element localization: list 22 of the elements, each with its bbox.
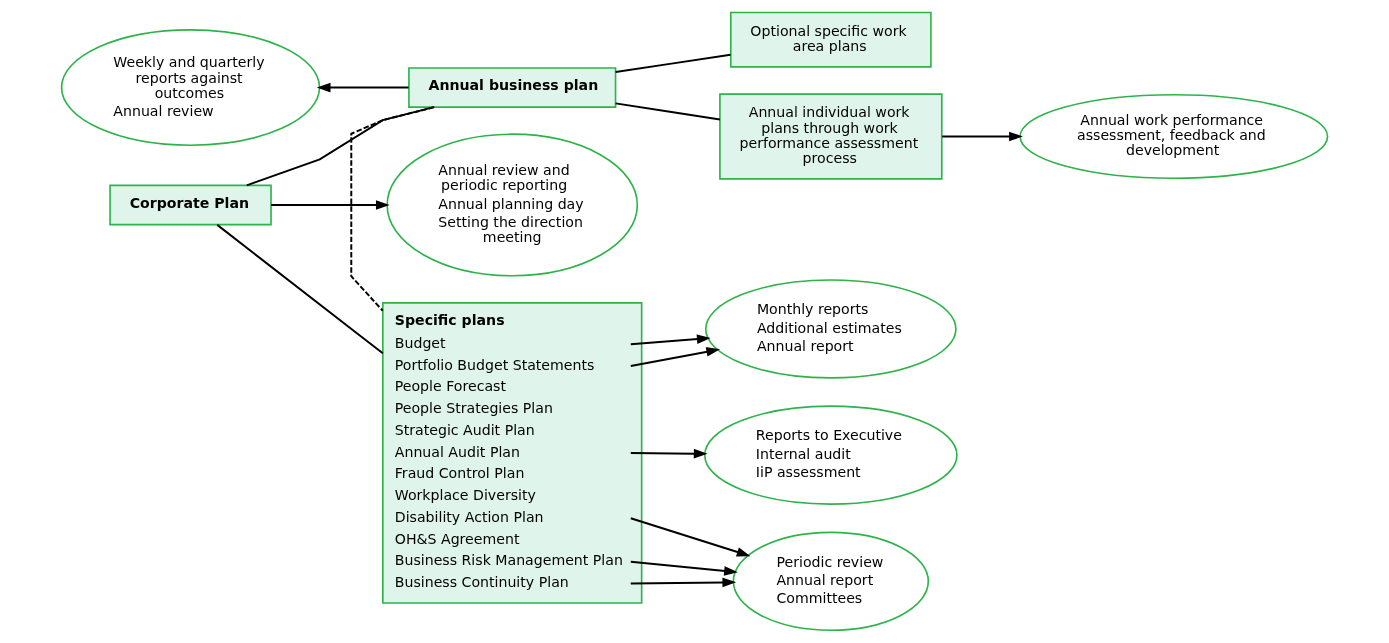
arrow bbox=[629, 560, 738, 576]
arrow bbox=[270, 200, 390, 210]
arrow bbox=[941, 131, 1023, 142]
connector bbox=[216, 223, 384, 355]
node-ellipse: Weekly and quarterly reports against outcomes Annual review bbox=[60, 29, 321, 147]
arrow bbox=[629, 334, 711, 346]
arrow bbox=[629, 448, 708, 459]
node-ellipse: Annual work performance assessment, feedback and development bbox=[1019, 93, 1329, 180]
node-box: Annual business plan bbox=[408, 67, 617, 108]
connector bbox=[614, 53, 732, 74]
node-box: Corporate Plan bbox=[109, 184, 272, 226]
node-ellipse: Annual review and periodic reporting Annual planning day Setting the direction meeting bbox=[386, 133, 639, 277]
arrow bbox=[629, 577, 737, 588]
connector bbox=[350, 106, 436, 312]
arrow bbox=[629, 517, 751, 557]
node-box: Annual individual work plans through work performance assessment process bbox=[719, 93, 943, 180]
arrow bbox=[316, 82, 410, 93]
node-ellipse: Reports to Executive Internal audit IiP assessment bbox=[703, 405, 958, 505]
connector bbox=[614, 102, 721, 121]
node-box: Optional specific work area plans bbox=[729, 11, 932, 68]
arrow bbox=[629, 347, 721, 367]
node-box: Specific plans Budget Portfolio Budget Statements People Forecast People Strategies Plan Strategic Audit Plan Annual Audit Plan Fraud Control Plan Workplace Diversity Disability Action Plan OH&S Agreement Business Risk Management Plan Business Continuity Plan bbox=[382, 302, 643, 604]
